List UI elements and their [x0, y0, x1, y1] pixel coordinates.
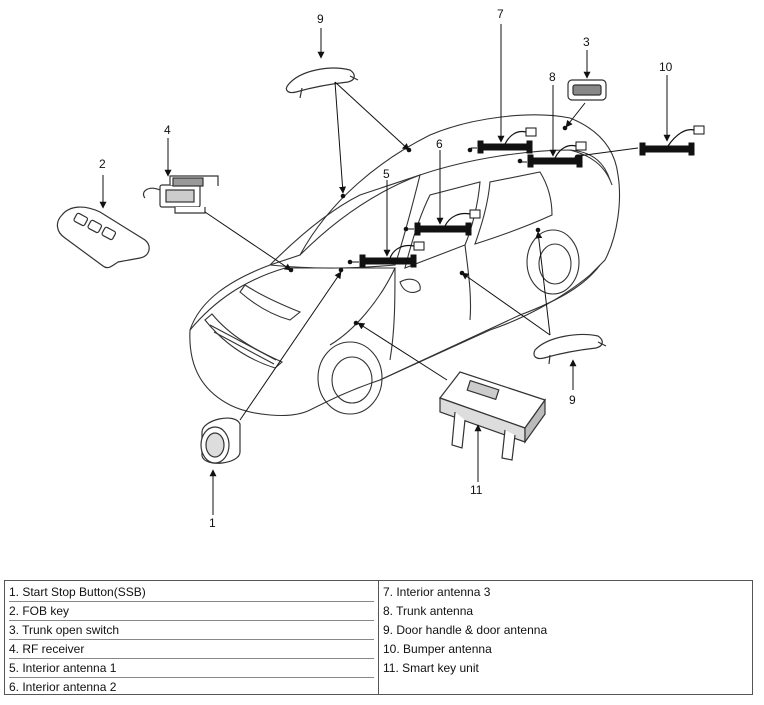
callout-1: 1 [209, 516, 216, 530]
door-handle-top-illustration [285, 67, 359, 99]
parts-legend: 1. Start Stop Button(SSB) 2. FOB key 3. … [4, 580, 753, 695]
legend-right-column: 7. Interior antenna 3 8. Trunk antenna 9… [378, 581, 752, 694]
legend-item: 9. Door handle & door antenna [383, 623, 548, 637]
smart-key-unit-illustration [439, 371, 546, 461]
legend-item: 7. Interior antenna 3 [383, 585, 491, 599]
callout-4: 4 [164, 123, 171, 137]
fob-key-illustration [56, 206, 150, 269]
callout-7: 7 [497, 7, 504, 21]
leader-lines [99, 24, 671, 515]
bumper-antenna-illustration [639, 125, 705, 156]
mounting-points [288, 125, 580, 326]
callout-6: 6 [436, 137, 443, 151]
callout-3: 3 [583, 35, 590, 49]
callout-10: 10 [659, 60, 673, 74]
legend-item: 2. FOB key [9, 602, 374, 621]
callout-11: 11 [470, 483, 483, 497]
trunk-open-switch-illustration [567, 79, 607, 101]
door-handle-bottom-illustration [533, 333, 607, 365]
callout-9-top: 9 [317, 12, 324, 26]
smart-key-system-diagram: 1 2 3 4 5 6 7 8 9 9 10 11 [56, 7, 705, 530]
rf-receiver-illustration [142, 175, 219, 214]
legend-item: 3. Trunk open switch [9, 621, 374, 640]
legend-item: 11. Smart key unit [383, 661, 479, 675]
interior-antenna-3-illustration [477, 127, 537, 154]
legend-item: 6. Interior antenna 2 [9, 680, 117, 694]
legend-item: 4. RF receiver [9, 640, 374, 659]
start-stop-button-illustration [200, 417, 241, 464]
legend-item: 1. Start Stop Button(SSB) [9, 583, 374, 602]
legend-left-column: 1. Start Stop Button(SSB) 2. FOB key 3. … [5, 581, 378, 694]
interior-antenna-1-illustration [359, 241, 425, 268]
callout-5: 5 [383, 167, 390, 181]
callout-2: 2 [99, 157, 106, 171]
callout-9-bottom: 9 [569, 393, 576, 407]
callout-8: 8 [549, 70, 556, 84]
trunk-antenna-illustration [527, 141, 587, 168]
legend-item: 8. Trunk antenna [383, 604, 474, 618]
interior-antenna-2-illustration [414, 209, 481, 236]
legend-item: 5. Interior antenna 1 [9, 659, 374, 678]
legend-item: 10. Bumper antenna [383, 642, 492, 656]
